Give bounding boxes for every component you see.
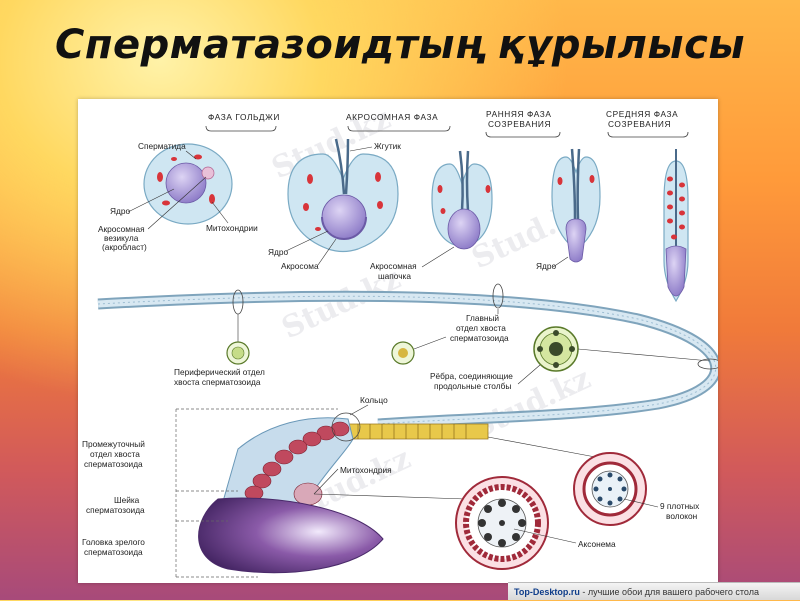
label-dense-fibers: 9 плотных [660, 501, 700, 511]
label-spermatid: Сперматида [138, 141, 186, 151]
label-acrosomal-cap: Акросомная [370, 261, 417, 271]
label-nucleus: Ядро [110, 206, 130, 216]
acrosomal-cap-cell [431, 150, 493, 250]
spermatid-cell [143, 143, 233, 225]
label-ring: Кольцо [360, 395, 388, 405]
label-ribs: продольные столбы [434, 381, 511, 391]
label-axoneme: Аксонема [578, 539, 616, 549]
label-main-tail: отдел хвоста [456, 323, 506, 333]
phase-early-1: РАННЯЯ ФАЗА [486, 109, 552, 119]
label-mitochondria: Митохондрии [206, 223, 258, 233]
label-acrosomal-vesicle: везикула [104, 233, 139, 243]
label-acrosomal-vesicle: Акросомная [98, 224, 145, 234]
phase-golgi: ФАЗА ГОЛЬДЖИ [208, 112, 280, 122]
label-main-tail: Главный [466, 313, 499, 323]
label-acrosomal-cap: шапочка [378, 271, 411, 281]
label-flagellum: Жгутик [374, 141, 401, 151]
main-tail-small-cross-section [391, 341, 415, 365]
label-neck: сперматозоида [86, 505, 145, 515]
label-head: сперматозоида [84, 547, 143, 557]
label-nucleus: Ядро [536, 261, 556, 271]
label-dense-fibers: волокон [666, 511, 697, 521]
phase-acrosome: АКРОСОМНАЯ ФАЗА [346, 112, 438, 122]
slide-title: Сперматазоидтың құрылысы [55, 22, 745, 68]
main-tail-large-cross-section [533, 326, 579, 372]
middle-maturation-cell [663, 149, 689, 303]
phase-middle-2: СОЗРЕВАНИЯ [608, 119, 671, 129]
diagram-panel: Stud.kz Stud.kz Stud.kz Stud.kz Stud.kz … [78, 99, 718, 583]
peripheral-tail-cross-section [226, 341, 250, 365]
label-midpiece: Промежуточный [82, 439, 145, 449]
label-head: Головка зрелого [82, 537, 145, 547]
label-peripheral-tail: Периферический отдел [174, 367, 265, 377]
phase-early-2: СОЗРЕВАНИЯ [488, 119, 551, 129]
label-mitochondrion: Митохондрия [340, 465, 392, 475]
early-maturation-cell [551, 148, 601, 263]
midpiece-cross-section [455, 476, 549, 570]
footer-site: Top-Desktop.ru [514, 587, 580, 597]
mature-sperm [198, 417, 489, 574]
sperm-structure-diagram: Stud.kz Stud.kz Stud.kz Stud.kz Stud.kz … [82, 101, 718, 578]
section-brackets [175, 408, 338, 578]
label-midpiece: сперматозоида [84, 459, 143, 469]
acrosome-phase-cell [287, 138, 399, 253]
label-peripheral-tail: хвоста сперматозоида [174, 377, 261, 387]
site-footer: Top-Desktop.ru - лучшие обои для вашего … [508, 582, 800, 600]
phase-headers: ФАЗА ГОЛЬДЖИ АКРОСОМНАЯ ФАЗА РАННЯЯ ФАЗА… [205, 109, 689, 138]
footer-text: - лучшие обои для вашего рабочего стола [579, 587, 759, 597]
label-nucleus: Ядро [268, 247, 288, 257]
main-piece-cross-section [573, 452, 647, 526]
phase-middle-1: СРЕДНЯЯ ФАЗА [606, 109, 678, 119]
label-midpiece: отдел хвоста [90, 449, 140, 459]
label-neck: Шейка [114, 495, 140, 505]
label-ribs: Рёбра, соединяющие [430, 371, 513, 381]
label-main-tail: сперматозоида [450, 333, 509, 343]
label-acrosomal-vesicle: (акробласт) [102, 242, 147, 252]
label-acrosome: Акросома [281, 261, 319, 271]
